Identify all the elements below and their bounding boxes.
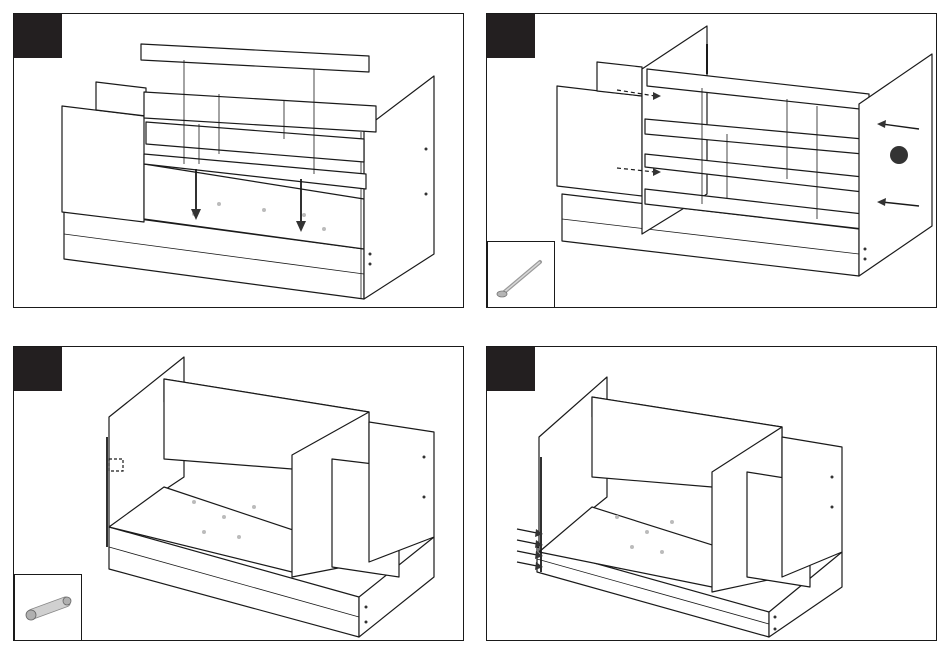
desk-with-shelves-diagram <box>14 14 464 308</box>
step-marker-dot <box>890 146 908 164</box>
assembly-step-2-panel <box>486 13 937 308</box>
cam-connector-inset <box>14 574 82 641</box>
cabinet-fastening-diagram <box>487 347 937 641</box>
assembly-step-1-panel <box>13 13 464 308</box>
long-bolt-icon <box>488 242 556 308</box>
assembly-step-4-panel <box>486 346 937 641</box>
assembly-step-3-panel <box>13 346 464 641</box>
cam-connector-icon <box>15 575 83 641</box>
bolt-part-inset <box>487 241 555 308</box>
